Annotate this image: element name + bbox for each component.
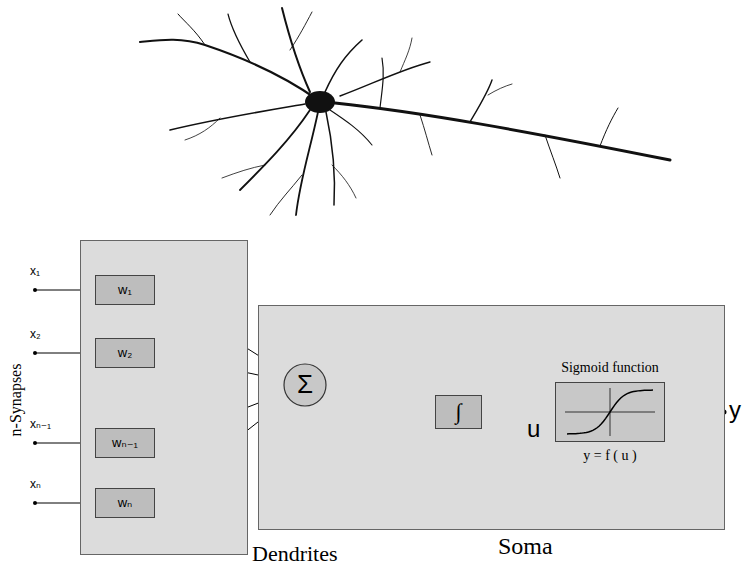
node-title: Dendrites <box>252 542 338 566</box>
weight-box: w₂ <box>95 338 155 368</box>
dendrites-panel: Dendritesw₁w₂wₙ₋₁wₙ <box>80 240 248 555</box>
weight-box: wₙ <box>95 488 155 518</box>
neuron-drawing <box>140 8 670 215</box>
node-title: Sigmoid function <box>561 360 659 375</box>
soma-body <box>305 91 335 113</box>
synapses-label: n-Synapses <box>7 364 25 437</box>
input-label: x₂ <box>30 328 41 341</box>
input-label: x₁ <box>30 265 40 278</box>
node-title: w₁ <box>118 283 132 297</box>
integrator-box: ∫ <box>435 395 482 429</box>
node-formula: y = f ( u ) <box>583 448 636 463</box>
sigmoid-curve <box>565 388 655 436</box>
node-title: Σ <box>297 370 313 399</box>
summation-circle: Σ <box>283 363 327 407</box>
output-label: y <box>729 397 741 423</box>
node-title: Soma <box>498 533 553 559</box>
soma-panel: SomaΣ∫Sigmoid functiony = f ( u ) <box>258 305 725 530</box>
node-title: wₙ₋₁ <box>112 436 138 450</box>
node-title: ∫ <box>455 400 461 424</box>
input-label: xₙ₋₁ <box>30 418 51 431</box>
sigmoid-box: Sigmoid functiony = f ( u ) <box>555 382 665 442</box>
signal-label: u <box>527 416 540 442</box>
weight-box: w₁ <box>95 275 155 305</box>
weight-box: wₙ₋₁ <box>95 428 155 458</box>
input-label: xₙ <box>30 478 41 491</box>
sigmoid-box-outline <box>555 382 665 442</box>
node-title: w₂ <box>118 346 132 360</box>
node-title: wₙ <box>118 496 133 510</box>
